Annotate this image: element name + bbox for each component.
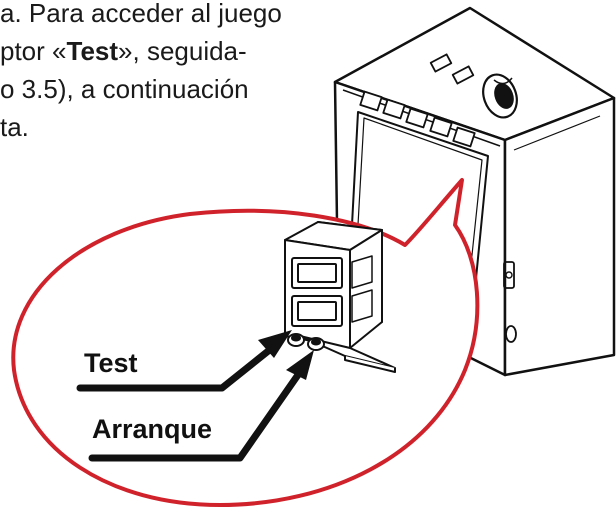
paragraph-line-3: o 3.5), a continuación	[0, 74, 249, 104]
paragraph-line-2: ptor «Test», seguida-	[0, 34, 247, 68]
arrow-test-head	[258, 330, 292, 358]
service-switch-panel-icon	[284, 221, 396, 373]
arrow-start	[88, 368, 304, 462]
paragraph-line-2-pre: ptor «	[0, 36, 67, 66]
arrow-test	[76, 344, 276, 392]
paragraph-line-2-bold: Test	[66, 36, 119, 66]
paragraph-line-2-post: », seguida-	[118, 36, 247, 66]
paragraph-line-1: a. Para acceder al juego	[0, 0, 282, 28]
paragraph-line-4: ta.	[0, 112, 29, 142]
label-start: Arranque	[92, 414, 213, 444]
arrow-start-head	[286, 350, 314, 380]
label-test: Test	[84, 348, 138, 378]
